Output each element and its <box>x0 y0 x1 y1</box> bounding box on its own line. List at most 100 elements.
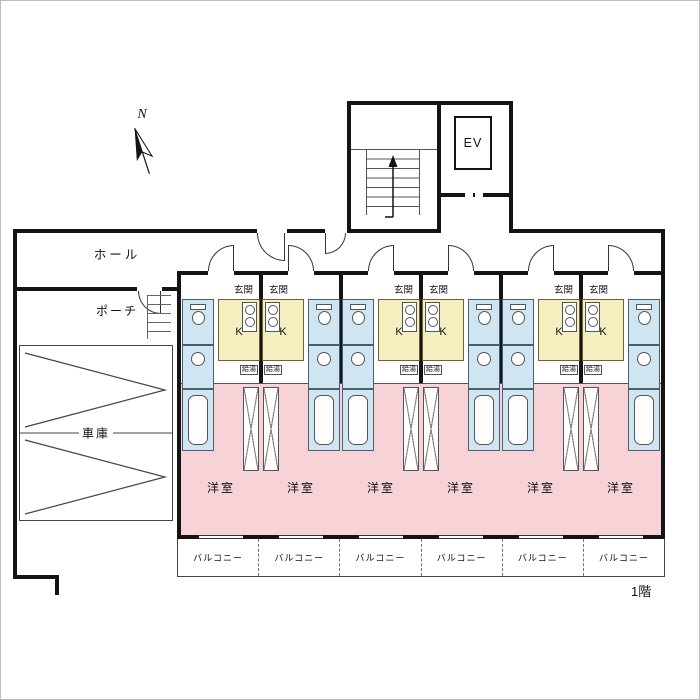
room-label: 洋室 <box>366 481 395 495</box>
room-label: 洋室 <box>286 481 315 495</box>
balcony-label: バルコニー <box>517 553 568 563</box>
entrance-door-arc <box>608 245 634 271</box>
bathroom <box>308 389 340 451</box>
garage: 車庫 <box>19 345 173 521</box>
washroom <box>342 345 374 389</box>
wall-outer-left <box>13 229 17 579</box>
entrance-door-gap <box>368 271 394 275</box>
water-heater-label: 給湯 <box>400 365 418 376</box>
unit-4: 洋室 K 給湯 玄関 <box>421 245 501 539</box>
wall-hall-top-left <box>13 229 349 233</box>
entrance-steps <box>147 295 171 339</box>
wall-bottom-left-stub <box>13 575 59 579</box>
entrance-door-gap <box>608 271 634 275</box>
toilet-room <box>628 299 660 345</box>
balcony-label: バルコニー <box>193 553 243 563</box>
toilet-icon <box>510 304 526 325</box>
elevator-car: EV <box>454 116 492 170</box>
toilet-room <box>308 299 340 345</box>
toilet-room <box>502 299 534 345</box>
closet <box>423 387 439 471</box>
stove-icon <box>585 302 600 332</box>
entrance-door-arc <box>208 245 234 271</box>
kitchen-label: K <box>439 326 447 338</box>
unit-6: 洋室 K 給湯 玄関 <box>581 245 661 539</box>
north-label: N <box>137 107 147 122</box>
balcony-cell: バルコニー <box>420 539 502 576</box>
entrance-label: 玄関 <box>429 285 449 296</box>
entrance-door-arc <box>448 245 474 271</box>
balcony-label: バルコニー <box>599 553 649 563</box>
porch-door-gap <box>137 287 162 291</box>
wall-hall-right <box>661 229 665 275</box>
sink-icon <box>317 352 331 366</box>
sink-icon <box>637 352 651 366</box>
closet <box>403 387 419 471</box>
bathtub-icon <box>634 395 654 445</box>
water-heater-label: 給湯 <box>240 365 258 376</box>
bathroom <box>468 389 500 451</box>
unit-2: 洋室 K 給湯 玄関 <box>261 245 341 539</box>
stove-icon <box>265 302 280 332</box>
balcony-window <box>599 535 643 539</box>
door-gap <box>325 229 347 233</box>
floor-label: 1階 <box>631 584 652 599</box>
balcony-window <box>359 535 403 539</box>
balcony-window <box>279 535 323 539</box>
bathroom <box>502 389 534 451</box>
washroom <box>502 345 534 389</box>
water-heater-label: 給湯 <box>560 365 578 376</box>
entrance-label: 玄関 <box>393 285 413 296</box>
toilet-room <box>468 299 500 345</box>
stove-icon <box>242 302 257 332</box>
toilet-room <box>182 299 214 345</box>
balcony-window <box>199 535 243 539</box>
wall-ev-connector <box>509 195 513 233</box>
room-label: 洋室 <box>526 481 555 495</box>
kitchen-area: K <box>262 299 304 361</box>
kitchen-area: K <box>378 299 420 361</box>
kitchen-label: K <box>279 326 287 338</box>
stair-up-arrow-icon <box>385 155 398 218</box>
units-block: 洋室 K 給湯 玄関 洋室 <box>177 245 665 539</box>
closet <box>263 387 279 471</box>
compass: N <box>119 107 165 184</box>
balcony-cell: バルコニー <box>178 539 258 576</box>
door-arc <box>325 233 346 254</box>
balcony-cell: バルコニー <box>501 539 583 576</box>
washroom <box>628 345 660 389</box>
kitchen-label: K <box>235 326 243 338</box>
balcony-cell: バルコニー <box>339 539 420 576</box>
wall-hall-top-right <box>509 229 665 233</box>
elevator-door-icon <box>464 193 484 197</box>
sink-icon <box>351 352 365 366</box>
toilet-icon <box>350 304 366 325</box>
entrance-door-arc <box>288 245 314 271</box>
balcony-label: バルコニー <box>355 553 406 563</box>
bathtub-icon <box>314 395 334 445</box>
bathtub-icon <box>348 395 368 445</box>
room-label: 洋室 <box>606 481 635 495</box>
sink-icon <box>477 352 491 366</box>
entrance-label: 玄関 <box>553 285 573 296</box>
balcony-cell: バルコニー <box>258 539 339 576</box>
bathroom <box>628 389 660 451</box>
entrance-label: 玄関 <box>233 285 253 296</box>
stove-icon <box>562 302 577 332</box>
kitchen-area: K <box>538 299 580 361</box>
stove-icon <box>425 302 440 332</box>
wall-bottom-left-hook <box>55 575 59 595</box>
washroom <box>182 345 214 389</box>
kitchen-label: K <box>395 326 403 338</box>
balcony-window <box>519 535 563 539</box>
bathtub-icon <box>508 395 528 445</box>
bathtub-icon <box>474 395 494 445</box>
sink-icon <box>191 352 205 366</box>
porch-label: ポーチ <box>95 304 138 318</box>
hall-label: ホール <box>93 248 141 262</box>
entrance-label: 玄関 <box>269 285 289 296</box>
entrance-door-gap <box>288 271 314 275</box>
kitchen-label: K <box>555 326 563 338</box>
bathroom <box>182 389 214 451</box>
